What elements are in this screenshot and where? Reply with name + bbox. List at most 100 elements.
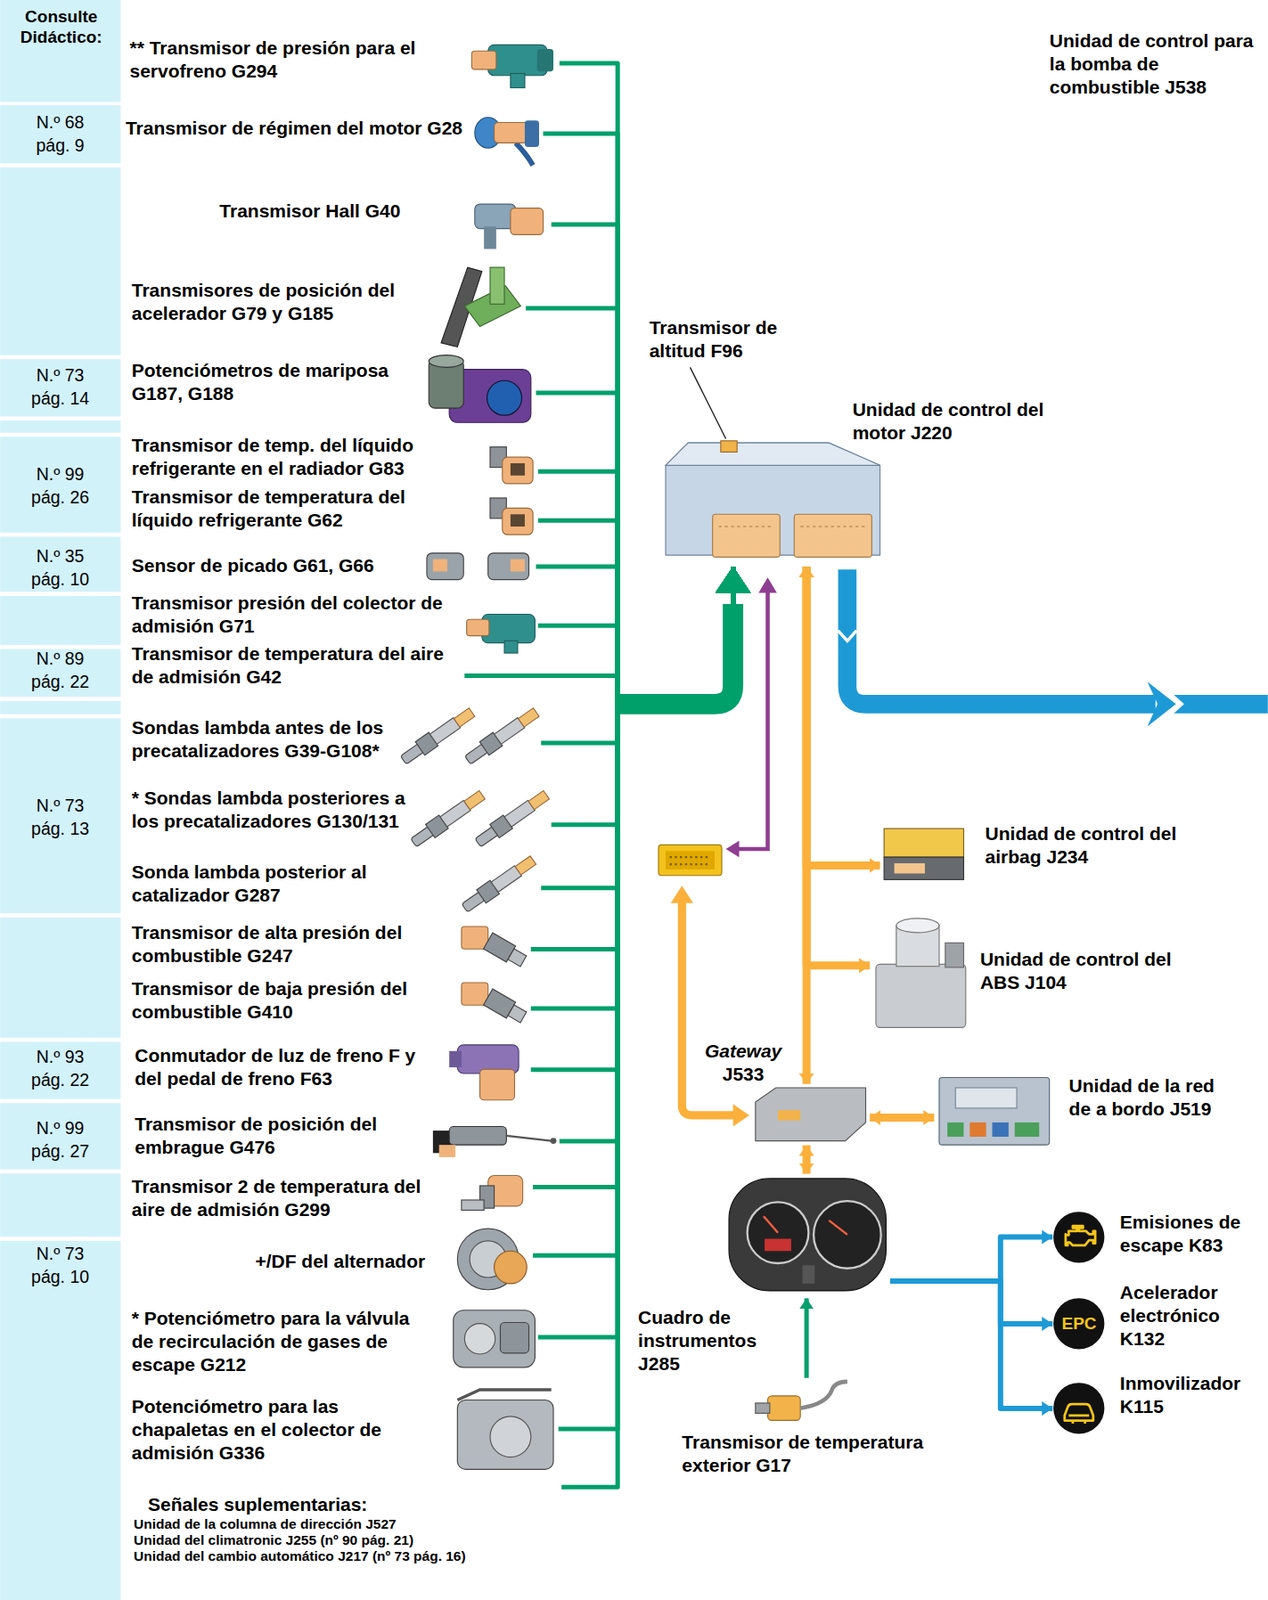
node-text: Transmisor de régimen del motor G28	[125, 116, 474, 140]
node-text: Potenciómetro para las chapaletas en el …	[131, 1395, 393, 1465]
accelerator-pedal	[441, 267, 483, 347]
node-text: Transmisores de posición del acelerador …	[131, 278, 418, 326]
reference-column	[0, 1173, 121, 1237]
lambda-probe	[474, 826, 500, 848]
reference-column	[0, 436, 121, 533]
signal-connector	[532, 566, 734, 1256]
signal-connector	[464, 566, 733, 705]
node-text: Sonda lambda posterior al catalizador G2…	[131, 860, 387, 908]
gateway-node: GatewayJ533	[750, 1084, 870, 1146]
hall-sensor	[474, 204, 516, 229]
node-text: +/DF del alternador	[254, 1250, 444, 1274]
signal-connector	[538, 566, 734, 1338]
text-block: Unidad de la red de a bordo J519	[1069, 1074, 1228, 1121]
lambda-probe	[425, 815, 450, 839]
reference-column	[0, 105, 121, 164]
signal-connector	[802, 1145, 811, 1175]
pressure-sensor	[537, 49, 554, 72]
airbag-unit	[894, 863, 925, 874]
text-block: Unidad de control del motor J220	[852, 398, 1057, 445]
warning-lamp: Inmovilizador K115	[1052, 1382, 1106, 1436]
node-text: Unidad de control del airbag J234	[985, 822, 1190, 869]
lamp-symbol	[1065, 1226, 1096, 1246]
label-box: N.º 89 pág. 22	[24, 646, 96, 694]
label-box: EPC	[1052, 1312, 1106, 1336]
diagnosis-connector	[665, 850, 715, 870]
abs-unit	[896, 918, 940, 933]
text-block: Transmisor 2 de temperatura del aire de …	[131, 1175, 436, 1222]
fuel-pressure-sensor	[483, 989, 529, 1026]
signal-connector	[525, 308, 734, 705]
pressure-sensor	[510, 73, 525, 88]
throttle-body	[428, 359, 464, 409]
signal-trunk	[617, 604, 733, 704]
manifold-sensor	[466, 619, 490, 636]
reference-column	[0, 1041, 121, 1099]
diagnosis-bus	[670, 885, 750, 1127]
lambda-probe	[465, 743, 490, 765]
knock-sensor	[433, 559, 448, 573]
label-box: N.º 68 pág. 9	[24, 110, 96, 157]
node-text: Transmisor de temperatura del líquido re…	[131, 485, 428, 532]
coolant-sensor	[490, 447, 533, 484]
signal-connector	[551, 566, 734, 826]
engine-control-unit	[720, 441, 737, 453]
lambda-probe	[464, 791, 485, 810]
sensor-node: * Sondas lambda posteriores a los precat…	[128, 784, 551, 848]
sensor-node: Conmutador de luz de freno F y del pedal…	[131, 1041, 532, 1104]
reference-note: N.º 73 pág. 14	[24, 363, 96, 410]
clutch-sensor	[439, 1145, 456, 1158]
onboard-network-unit	[969, 1122, 986, 1138]
speed-sensor	[515, 142, 533, 165]
lambda-probe	[453, 708, 475, 728]
airbag-unit	[883, 828, 964, 880]
temperature-sensor	[755, 1403, 770, 1414]
coolant-sensor	[490, 498, 507, 519]
node-text: Transmisor de temperatura exterior G17	[681, 1431, 937, 1478]
signal-connector	[531, 566, 734, 1071]
reference-column	[0, 596, 121, 646]
control-unit: Unidad de control del ABS J104	[869, 911, 968, 1033]
engine-control-unit	[665, 367, 881, 557]
node-text: Acelerador electrónico K132	[1120, 1281, 1233, 1351]
signal-connector	[806, 566, 880, 867]
lambda-probe	[515, 856, 536, 876]
fuel-pressure-sensor	[507, 948, 527, 967]
instrument-cluster	[728, 1178, 886, 1292]
text-block: Emisiones de escape K83	[1120, 1210, 1253, 1258]
alternator	[457, 1228, 519, 1291]
part-label: EPC	[1052, 1312, 1106, 1336]
sensor-node: Señales suplementarias:Unidad de la colu…	[130, 1478, 562, 1572]
sensor-node: Transmisor de temp. del líquido refriger…	[128, 433, 538, 489]
node-text: Sondas lambda antes de los precatalizado…	[131, 716, 403, 763]
hall-sensor	[510, 208, 544, 236]
reference-column	[0, 536, 121, 592]
node-text: Transmisor de temperatura del aire de ad…	[131, 642, 459, 689]
instrument-cluster	[747, 1202, 810, 1264]
part-label: Unidad de control para la bomba de combu…	[1049, 29, 1260, 99]
sensor-node: Sonda lambda posterior al catalizador G2…	[128, 859, 541, 916]
signal-connector	[543, 133, 734, 704]
throttle-body	[487, 380, 523, 416]
instrument-cluster	[764, 1239, 792, 1252]
label-box: Consulte Didáctico:	[4, 6, 119, 48]
onboard-network-unit	[939, 1078, 1050, 1146]
sensor-node: Transmisor de alta presión del combustib…	[128, 919, 531, 976]
diagnosis-link	[726, 841, 740, 858]
control-unit: Transmisor de temperatura exterior G17	[753, 1378, 851, 1432]
egr-valve	[453, 1310, 536, 1368]
signal-connector	[869, 1113, 934, 1122]
alternator	[457, 1228, 527, 1291]
lamp-shape	[1052, 1210, 1106, 1265]
text-block: Transmisor presión del colector de admis…	[131, 591, 459, 639]
label-box: Unidad de control para la bomba de combu…	[1049, 29, 1260, 99]
coolant-sensor	[510, 514, 525, 527]
output-arrow	[838, 630, 858, 641]
text-block: Potenciómetro para las chapaletas en el …	[131, 1395, 393, 1465]
reference-note: N.º 89 pág. 22	[24, 646, 96, 694]
airbag-unit	[883, 857, 964, 880]
coolant-sensor	[510, 463, 525, 476]
reference-column	[0, 0, 121, 103]
brake-switch	[449, 1051, 462, 1068]
egr-valve	[499, 1322, 529, 1353]
